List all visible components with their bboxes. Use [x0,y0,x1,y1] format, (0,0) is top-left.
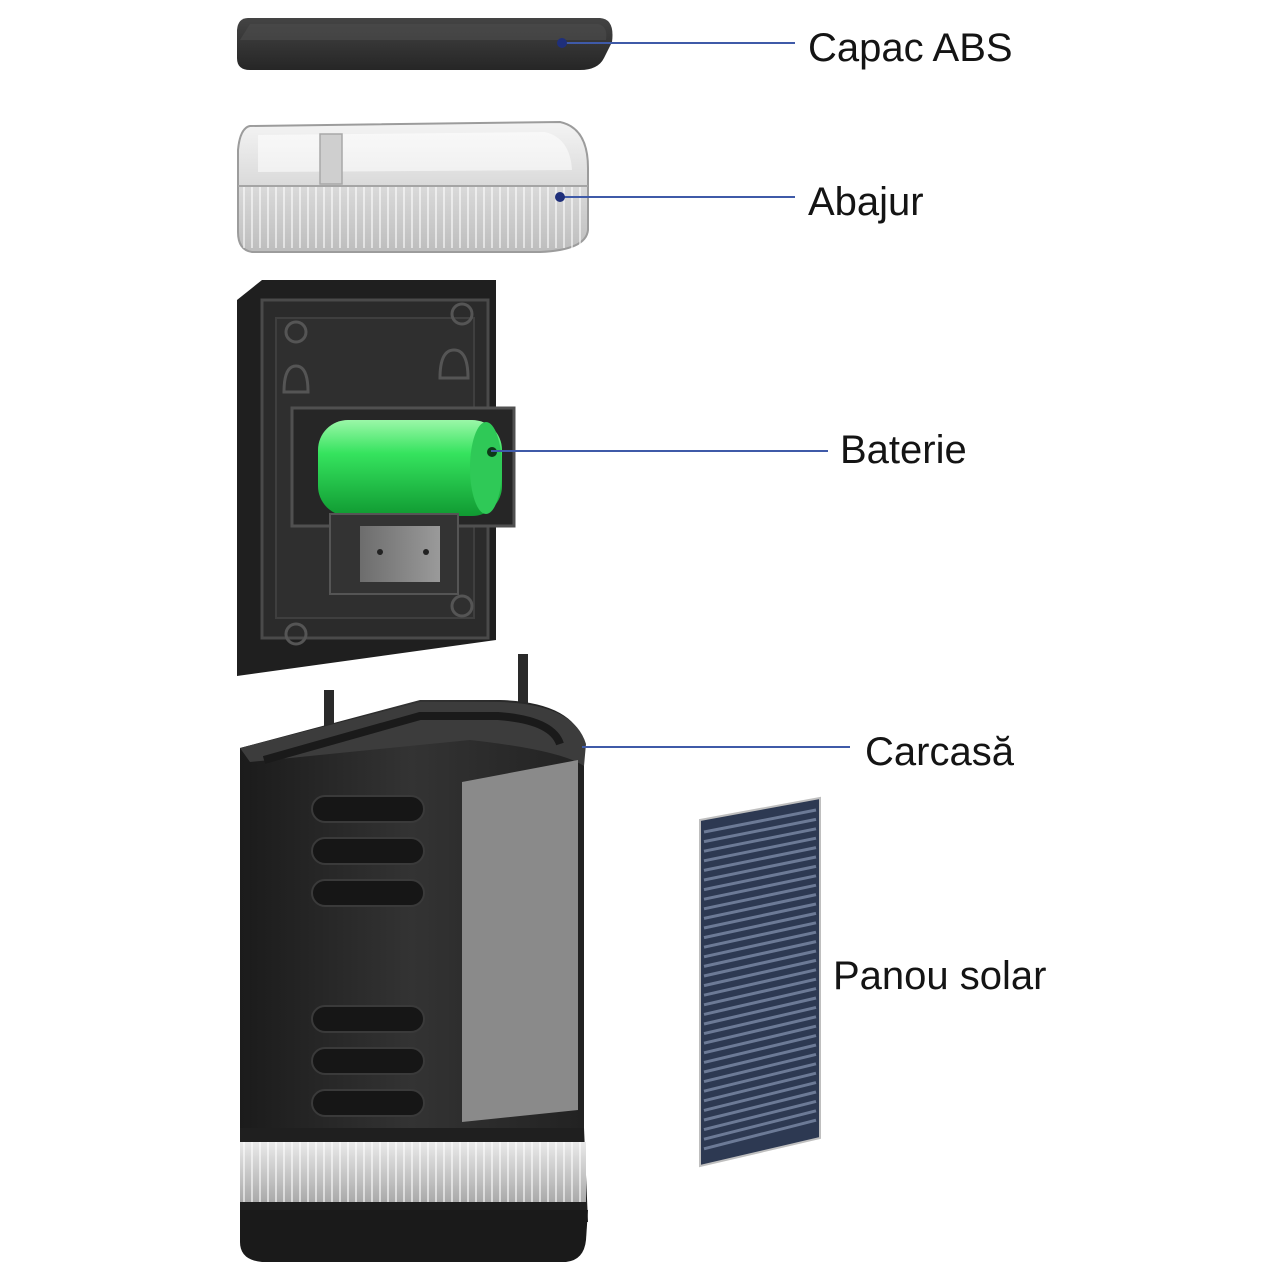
solar-cell-stripe [703,1015,817,1045]
solar-cell-stripe [703,1052,817,1084]
solar-cell-stripe [703,996,817,1026]
solar-cell-stripe [703,1005,817,1036]
solar-cell-stripe [703,1099,817,1132]
solar-cell-stripe [703,911,817,940]
solar-cell-stripe [703,893,817,920]
screw-hole-icon [284,320,308,344]
solar-cell-stripe [703,883,817,911]
solar-cell-stripe [703,949,817,978]
solar-cell-stripe [703,855,817,882]
housing-part [240,654,588,1262]
solar-cell-stripe [703,1118,817,1151]
solar-cell-stripe [703,808,817,834]
solar-cell-stripe [703,1109,817,1141]
label-carcasa: Carcasă [865,730,1014,774]
solar-cell-stripe [703,1034,817,1064]
solar-cell-stripe [703,836,817,863]
lid-part [237,18,613,70]
solar-cell-stripe [703,958,817,988]
solar-cell-stripe [703,921,817,949]
label-capac-abs: Capac ABS [808,26,1013,70]
label-baterie: Baterie [840,428,967,472]
solar-cell-stripe [703,1024,817,1055]
solar-cell-stripe [703,1071,817,1103]
solar-panel-part [699,796,821,1168]
leader-lines [491,38,850,748]
solar-cell-stripe [703,968,817,997]
battery-compartment-part [237,280,516,676]
solar-cell-stripe [703,940,817,968]
label-abajur: Abajur [808,180,924,224]
solar-cell-stripe [703,846,817,872]
label-panou-solar: Panou solar [833,954,1047,998]
solar-cell-stripe [703,977,817,1007]
solar-cell-stripe [703,1081,817,1112]
solar-cell-stripe [703,1062,817,1093]
solar-cell-stripe [703,1090,817,1122]
solar-cell-stripe [703,1043,817,1074]
battery-cell [318,420,502,516]
solar-cell-stripe [703,987,817,1016]
solar-cell-stripe [703,817,817,844]
lampshade-part [237,120,589,253]
solar-cell-stripe [703,874,817,901]
screw-hole-icon [450,594,474,618]
solar-cell-stripe [703,827,817,853]
solar-cell-stripe [703,930,817,959]
solar-cell-stripe [703,864,817,892]
screw-hole-icon [450,302,474,326]
solar-cell-stripe [703,902,817,930]
screw-hole-icon [284,622,308,646]
